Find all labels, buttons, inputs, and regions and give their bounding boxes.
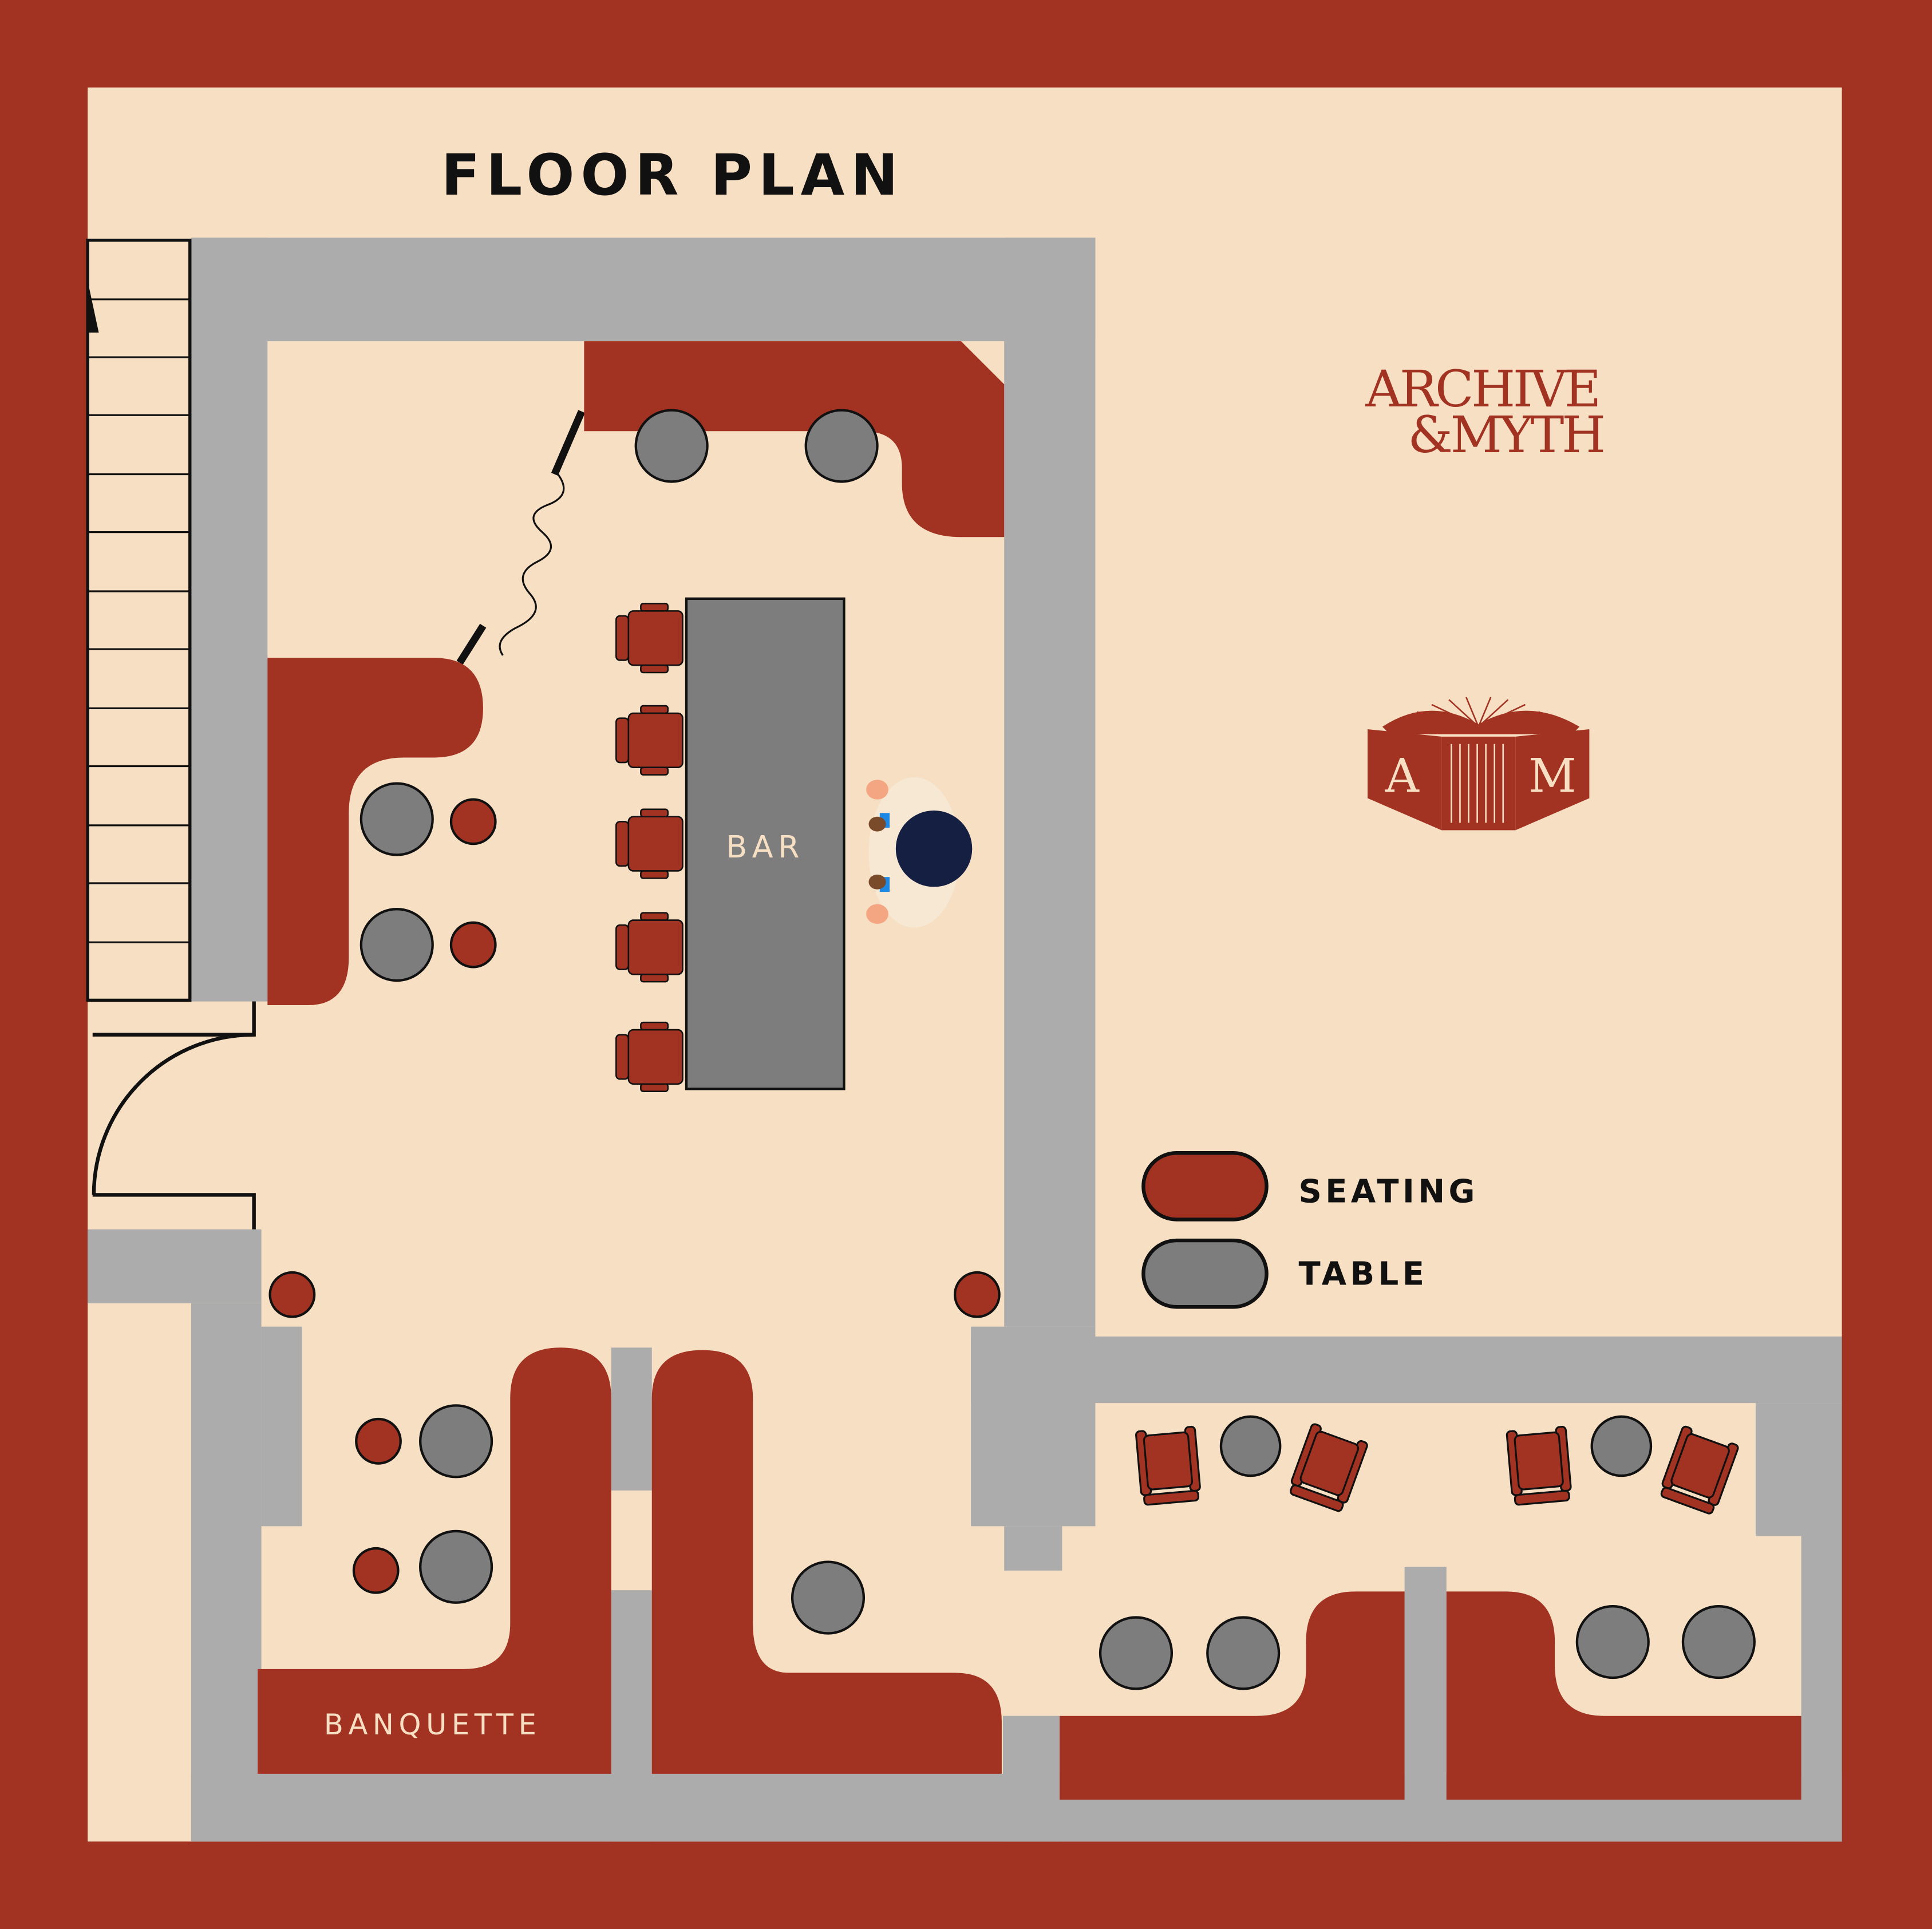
stool	[268, 1271, 316, 1318]
table	[634, 409, 709, 483]
bar-counter	[685, 597, 846, 1090]
table	[1590, 1415, 1653, 1477]
table	[791, 1560, 866, 1635]
legend-table-swatch	[1141, 1238, 1269, 1309]
page-title: FLOOR PLAN	[441, 143, 904, 208]
banquette-left	[267, 658, 483, 1006]
armchair	[1506, 1425, 1573, 1507]
stool	[449, 798, 497, 845]
legend-seating-label: SEATING	[1299, 1173, 1479, 1210]
table	[359, 908, 434, 982]
bartender-figure	[866, 777, 973, 928]
walls	[88, 238, 1842, 1842]
emblem-letter-left: A	[1385, 749, 1420, 804]
stool	[352, 1547, 400, 1594]
table	[1219, 1415, 1282, 1477]
stool	[355, 1417, 402, 1465]
legend: SEATING TABLE	[1141, 1151, 1479, 1309]
legend-table-label: TABLE	[1299, 1256, 1428, 1293]
table	[1681, 1605, 1756, 1679]
stools	[268, 798, 1001, 1594]
brand-line-1: ARCHIVE	[1365, 359, 1598, 418]
banquette-top	[584, 341, 1005, 537]
legend-seating-swatch	[1141, 1151, 1269, 1222]
curtain-partition	[456, 410, 586, 665]
table	[1099, 1616, 1174, 1690]
brand-logo: ARCHIVE &MYTH	[1365, 359, 1606, 464]
banquette-label: BANQUETTE	[324, 1708, 542, 1741]
emblem-letter-right: M	[1528, 749, 1577, 804]
bar-label: BAR	[726, 829, 804, 865]
banquette-bottom-left	[258, 1347, 611, 1774]
staircase	[86, 238, 192, 1002]
stool	[953, 1271, 1001, 1318]
banquette-bottom-right-1	[1060, 1591, 1405, 1800]
banquette-bottom-center	[651, 1350, 1002, 1774]
table	[419, 1529, 493, 1604]
table	[419, 1404, 493, 1479]
entry-door	[92, 1001, 256, 1230]
table	[359, 782, 434, 856]
table	[1575, 1605, 1650, 1679]
brand-line-2: &MYTH	[1408, 405, 1603, 464]
brand-emblem-icon: A M	[1368, 697, 1590, 831]
table	[804, 409, 879, 483]
armchair	[1135, 1425, 1202, 1507]
stair-arrow-icon	[88, 280, 99, 333]
stool	[449, 921, 497, 969]
banquette-bottom-right-2	[1446, 1591, 1801, 1800]
table	[1206, 1616, 1281, 1690]
tables	[359, 409, 1756, 1690]
